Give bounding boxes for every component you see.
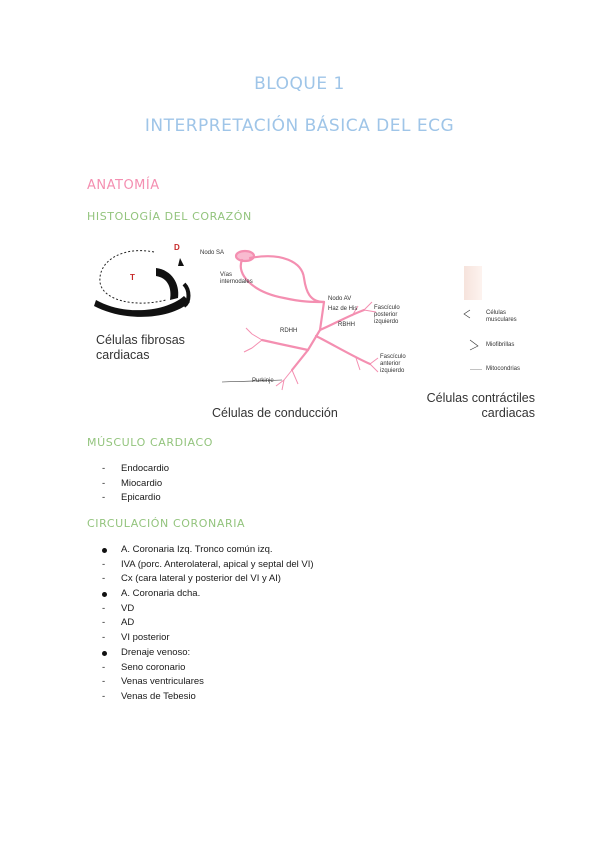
- label-fpi-line-1: Fascículo: [374, 305, 400, 311]
- posterior-internodal-path: [239, 258, 326, 304]
- section-histology-heading: HISTOLOGÍA DEL CORAZÓN: [87, 210, 252, 223]
- label-fai-line-3: izquierdo: [380, 368, 405, 374]
- list-item: A. Coronaria Izq. Tronco común izq.: [87, 543, 314, 558]
- contractile-caption-line-1: Células contráctiles: [426, 391, 535, 405]
- label-vias-line-1: Vías: [220, 272, 233, 278]
- list-item-text: VI posterior: [121, 632, 170, 644]
- fibrous-cells-drawing: [94, 250, 191, 317]
- section-muscle-heading: MÚSCULO CARDIACO: [87, 436, 213, 449]
- purkinje-leader: [221, 379, 283, 383]
- label-myofibrils: Miofibrillas: [486, 342, 515, 348]
- conduction-cells-caption: Células de conducción: [212, 406, 338, 420]
- heart-cells-figure: T D Células fibrosas cardiacas: [94, 240, 539, 430]
- list-item: Epicardio: [87, 491, 169, 506]
- list-item-text: Drenaje venoso:: [121, 646, 191, 658]
- section-coronary-heading: CIRCULACIÓN CORONARIA: [87, 517, 246, 530]
- purkinje-fibers-2: [243, 327, 263, 353]
- list-item-text: A. Coronaria Izq. Tronco común izq.: [121, 544, 273, 555]
- document-title: INTERPRETACIÓN BÁSICA DEL ECG: [144, 116, 455, 136]
- list-item: Endocardio: [87, 462, 169, 477]
- list-item-text: AD: [121, 617, 135, 629]
- list-item: Miocardio: [87, 477, 169, 492]
- list-item-text: Venas de Tebesio: [121, 690, 196, 702]
- fibrous-outline: [99, 250, 167, 304]
- leader-muscle-cells: [463, 309, 471, 319]
- label-rbhh: RBHH: [338, 322, 356, 328]
- coronary-circulation-list: A. Coronaria Izq. Tronco común izq. IVA (…: [87, 543, 314, 705]
- label-sa-node: Nodo SA: [200, 250, 225, 256]
- list-item: Seno coronario: [87, 661, 314, 676]
- fibrous-caption-line-1: Células fibrosas: [96, 333, 185, 347]
- label-fai-line-2: anterior: [380, 361, 401, 367]
- list-item: AD: [87, 616, 314, 631]
- list-item-text: Venas ventriculares: [121, 676, 204, 688]
- purkinje-fibers-3: [351, 301, 377, 317]
- label-vias-line-2: internodales: [220, 279, 253, 285]
- label-rdhh: RDHH: [280, 328, 298, 334]
- label-muscle-cells-line-2: musculares: [486, 317, 517, 323]
- list-item: VI posterior: [87, 631, 314, 646]
- list-item-text: Miocardio: [121, 477, 163, 489]
- contractile-cells-caption: Células contráctiles cardiacas: [427, 391, 535, 421]
- right-branch-path: [260, 338, 310, 352]
- list-item: Cx (cara lateral y posterior del VI y AI…: [87, 572, 314, 587]
- contractile-leaders: [463, 309, 482, 370]
- list-item: A. Coronaria dcha.: [87, 587, 314, 602]
- purkinje-fibers-4: [355, 357, 379, 373]
- list-item: IVA (porc. Anterolateral, apical y septa…: [87, 558, 314, 573]
- label-muscle-cells-line-1: Células: [486, 310, 507, 316]
- fibrous-cells-panel: T D Células fibrosas cardiacas: [94, 240, 194, 370]
- left-posterior-fascicle-path: [318, 308, 366, 332]
- purkinje-fibers-1: [275, 369, 299, 391]
- fibrous-cells-caption: Células fibrosas cardiacas: [96, 333, 185, 363]
- label-fai-line-1: Fascículo: [380, 354, 406, 360]
- fibrous-right-edge: [182, 282, 191, 308]
- label-mitochondria: Mitocondrias: [486, 366, 521, 372]
- list-item-text: VD: [121, 602, 135, 614]
- list-item-text: A. Coronaria dcha.: [121, 588, 201, 600]
- left-anterior-fascicle-path: [314, 334, 372, 366]
- label-t: T: [130, 273, 135, 282]
- fibrous-caption-line-2: cardiacas: [96, 348, 150, 362]
- sa-node-shape: [234, 249, 256, 263]
- label-av-node: Nodo AV: [328, 296, 352, 302]
- list-item-text: Cx (cara lateral y posterior del VI y AI…: [121, 573, 281, 585]
- label-his: Haz de His: [328, 306, 358, 312]
- list-item-text: IVA (porc. Anterolateral, apical y septa…: [121, 558, 314, 570]
- list-item: Drenaje venoso:: [87, 646, 314, 661]
- block-title: BLOQUE 1: [254, 74, 345, 94]
- conduction-system-drawing: [221, 249, 379, 391]
- fibrous-ring: [94, 296, 190, 317]
- label-purkinje: Purkinje: [252, 378, 274, 384]
- muscle-tissue-thumbnail: [464, 266, 482, 300]
- list-item: VD: [87, 602, 314, 617]
- label-fpi-line-2: posterior izquierdo: [374, 312, 399, 325]
- list-item-text: Endocardio: [121, 463, 170, 474]
- list-item: Venas ventriculares: [87, 675, 314, 690]
- fibrous-band: [156, 268, 179, 300]
- list-item-text: Epicardio: [121, 492, 161, 504]
- anterior-internodal-path: [248, 255, 326, 304]
- pointer-arrow-icon: [178, 258, 184, 266]
- his-bundle-path: [290, 300, 326, 372]
- label-d: D: [174, 243, 180, 252]
- list-item-text: Seno coronario: [121, 661, 186, 673]
- list-item: Venas de Tebesio: [87, 690, 314, 705]
- section-anatomy-heading: ANATOMÍA: [87, 178, 160, 193]
- contractile-caption-line-2: cardiacas: [481, 406, 536, 420]
- leader-myofibrils: [469, 339, 479, 351]
